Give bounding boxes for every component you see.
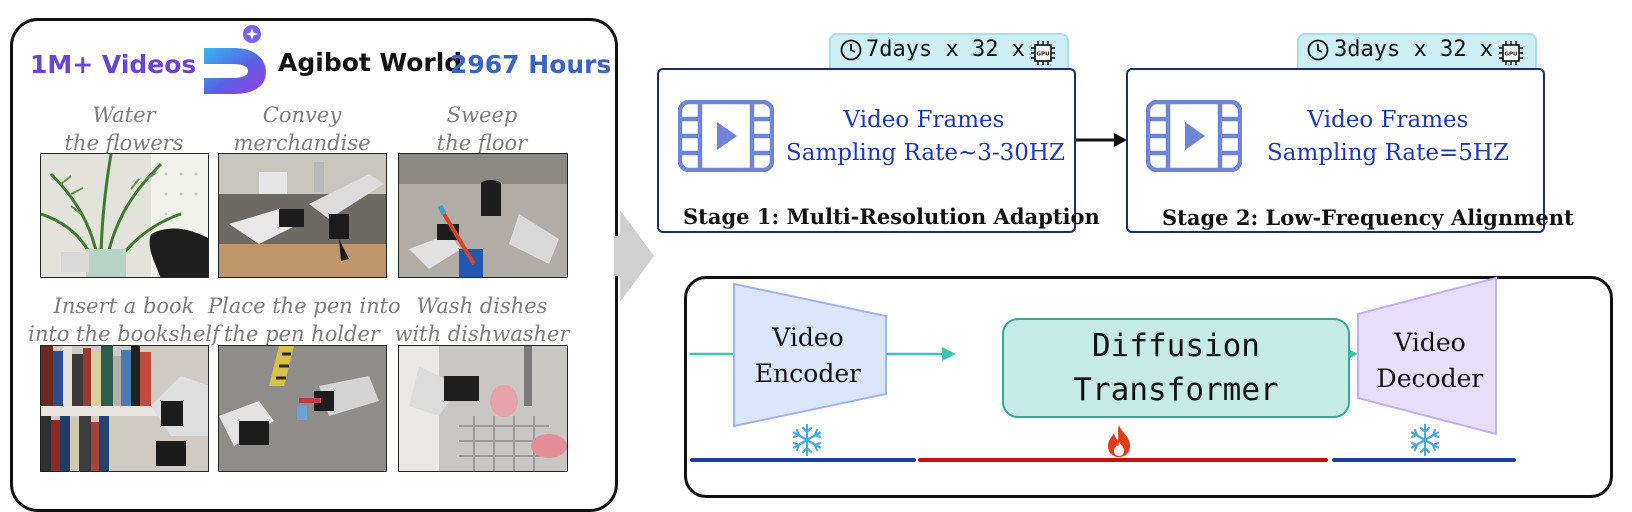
stage2-gpu-label: 3days x 32 x <box>1334 37 1493 62</box>
pipeline-shapes <box>690 276 1516 462</box>
flow-arrow-icon <box>614 210 654 302</box>
convey-merchandise-photo <box>218 153 387 278</box>
wash-dishes-photo <box>398 345 568 472</box>
gpu-chip-icon: GPU <box>1499 41 1523 65</box>
video-film-icon <box>1146 100 1242 172</box>
videos-count: 1M+ Videos <box>30 50 197 79</box>
stage1-title: Stage 1: Multi-Resolution Adaption <box>683 204 1100 229</box>
stage2-box <box>1126 68 1545 233</box>
video-film-icon <box>678 100 774 172</box>
stage1-gpu-label: 7days x 32 x <box>866 37 1025 62</box>
agibot-logo-icon <box>204 25 266 94</box>
stage2-gpu-tab <box>1297 33 1537 71</box>
gpu-chip-icon: GPU <box>1031 41 1055 65</box>
clock-icon <box>840 39 862 61</box>
sweep-floor-photo <box>398 153 568 278</box>
stage1-box <box>657 68 1076 233</box>
place-pen-photo <box>218 345 387 472</box>
water-flowers-photo <box>40 153 209 278</box>
clock-icon <box>1307 39 1329 61</box>
stage2-title: Stage 2: Low-Frequency Alignment <box>1162 205 1574 230</box>
hours-count: 2967 Hours <box>450 50 612 79</box>
stage-arrow-icon <box>1076 133 1127 147</box>
insert-book-photo <box>40 345 209 472</box>
stage1-gpu-tab <box>829 33 1069 71</box>
diffusion-transformer-block <box>1002 318 1350 418</box>
snowflake-icon <box>792 423 822 457</box>
svg-text:GPU: GPU <box>1504 52 1517 58</box>
snowflake-icon <box>1410 423 1440 457</box>
brand-name: Agibot World <box>278 48 463 77</box>
flame-icon <box>1108 425 1130 457</box>
svg-text:GPU: GPU <box>1036 52 1049 58</box>
